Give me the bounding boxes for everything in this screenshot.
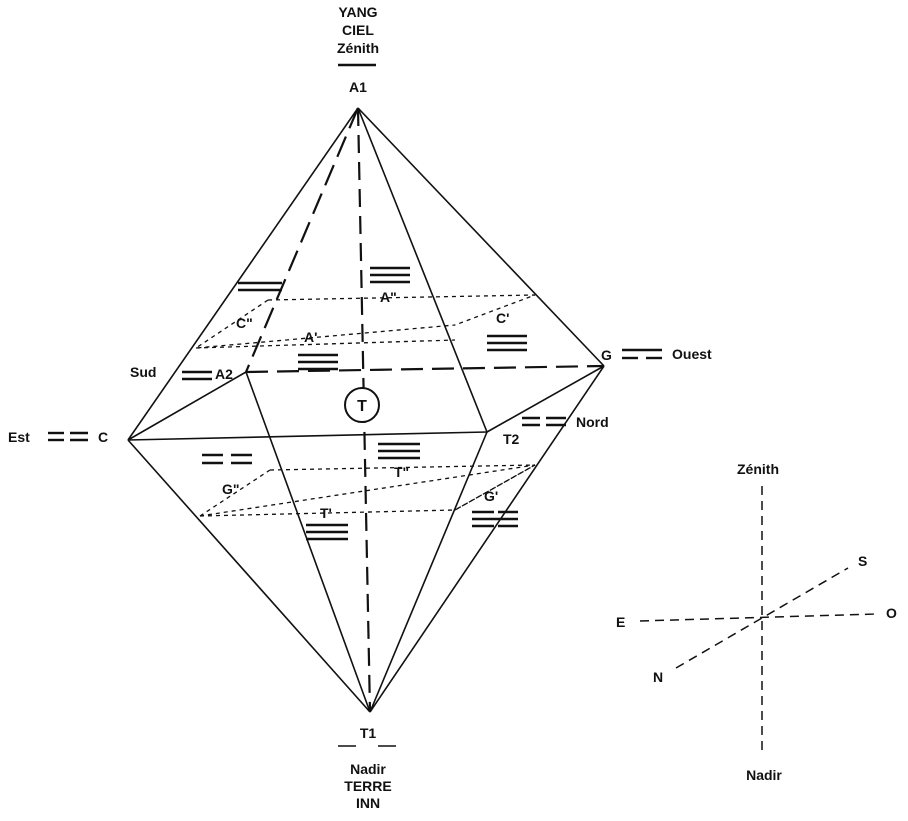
compass-label-e: E	[616, 614, 625, 630]
edge-t1-t2	[369, 431, 488, 713]
trigram-middle-left	[298, 353, 338, 371]
trigram-lower-left	[202, 453, 252, 465]
label-terre: TERRE	[344, 778, 391, 794]
label-a2: A2	[215, 366, 233, 382]
edge-t1-g	[369, 365, 605, 713]
section-t-sgl	[199, 509, 456, 517]
label-t2: T2	[503, 431, 520, 447]
edge-a2-c	[127, 371, 247, 441]
compass-horizontal-axis	[639, 613, 877, 622]
edge-a2-t1	[245, 371, 371, 713]
trigram-lower-right	[472, 510, 518, 528]
trigram-upper-center	[370, 266, 410, 284]
compass-label-s: S	[858, 553, 867, 569]
octahedron-edges	[127, 107, 605, 713]
trigram-symbols	[48, 63, 662, 747]
label-yang: YANG	[338, 4, 377, 20]
label-inn: INN	[356, 795, 380, 811]
label-t-sgl: T'	[320, 505, 332, 521]
section-a-dbl	[267, 294, 536, 326]
compass-diagonal-axis	[675, 567, 849, 669]
label-nadir: Nadir	[350, 761, 386, 777]
section-lines	[195, 294, 536, 517]
trigram-upper-left	[238, 281, 282, 292]
trigram-sud	[182, 370, 212, 381]
trigram-est	[48, 431, 88, 442]
compass-label-zenith: Zénith	[737, 461, 779, 477]
label-t-center: T	[357, 398, 367, 415]
trigram-upper-right	[487, 334, 527, 352]
compass-label-o: O	[886, 605, 897, 621]
octahedron-hidden-edges	[244, 107, 605, 713]
trigram-ouest	[622, 348, 662, 360]
label-nord: Nord	[576, 414, 609, 430]
section-c-upper	[195, 299, 456, 349]
label-c: C	[98, 429, 108, 445]
edge-a1-a2	[244, 107, 360, 373]
label-a-dbl: A"	[380, 289, 397, 305]
trigram-nord	[522, 416, 566, 427]
edge-a1-g	[357, 107, 605, 367]
label-t-dbl: T"	[394, 464, 409, 480]
edge-a1-c	[127, 107, 359, 441]
section-a-sgl	[195, 339, 456, 349]
label-c-sgl: C'	[496, 310, 509, 326]
label-a-sgl: A'	[304, 329, 317, 345]
center-circle	[344, 387, 380, 423]
label-c-dbl: C"	[236, 315, 253, 331]
trigram-bottom-center	[306, 523, 348, 541]
label-ciel: CIEL	[342, 22, 374, 38]
section-g-dbl	[199, 469, 271, 517]
compass-label-nadir: Nadir	[746, 767, 782, 783]
edge-t2-g	[486, 365, 605, 433]
label-ouest: Ouest	[672, 346, 712, 362]
compass-rose: Zénith Nadir E O N S	[616, 461, 897, 783]
label-t1: T1	[360, 725, 377, 741]
label-sud: Sud	[130, 364, 156, 380]
label-zenith: Zénith	[337, 40, 379, 56]
label-g-sgl: G'	[484, 488, 498, 504]
label-est: Est	[8, 429, 30, 445]
label-g-dbl: G"	[222, 481, 240, 497]
edge-t1-c	[127, 439, 371, 713]
label-g: G	[601, 347, 612, 363]
edge-a1-t2	[357, 107, 488, 433]
edge-a2-g	[245, 364, 605, 374]
trigram-lower-center	[378, 442, 420, 460]
compass-label-n: N	[653, 669, 663, 685]
label-a1: A1	[349, 79, 367, 95]
edge-c-t2	[127, 431, 488, 441]
